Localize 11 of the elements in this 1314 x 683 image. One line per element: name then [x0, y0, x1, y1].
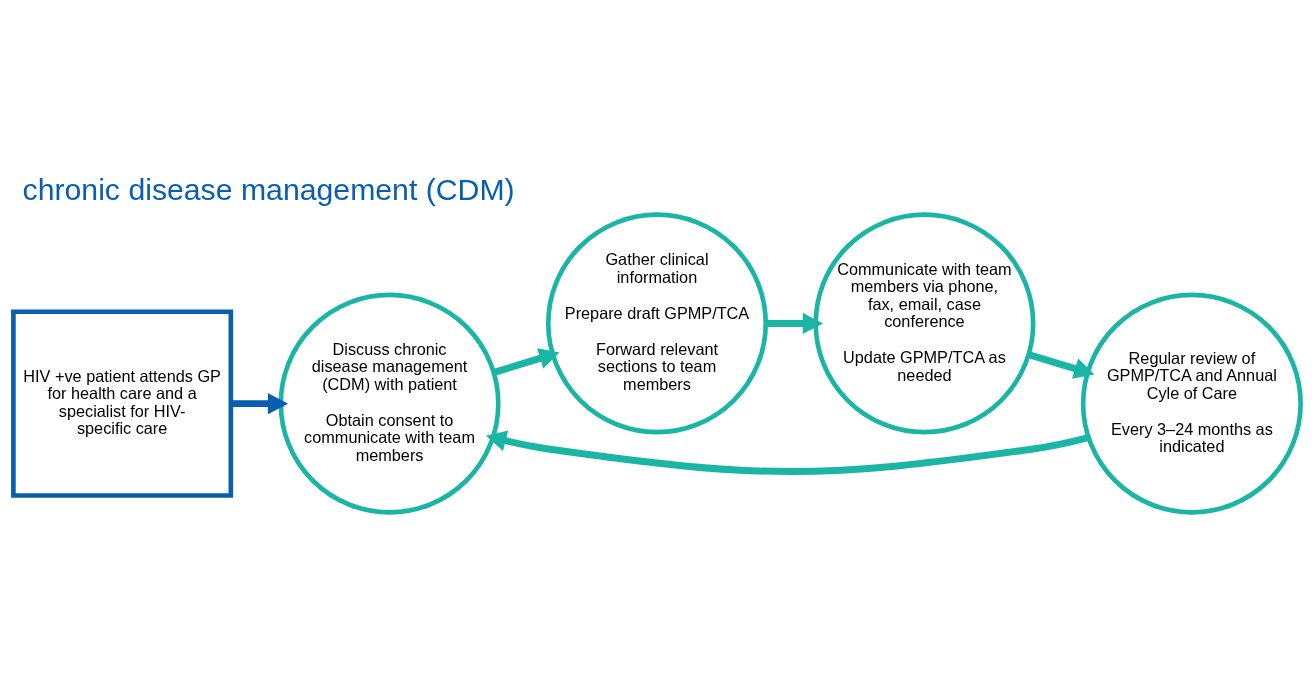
node-box: HIV +ve patient attends GP for health care and a specialist for HIV-specific care	[11, 308, 234, 498]
arrow	[1027, 350, 1095, 379]
arrow	[485, 429, 1090, 475]
arrow	[492, 347, 560, 376]
diagram-title: chronic disease management (CDM)	[22, 172, 515, 206]
node-circle: Regular review of GPMP/TCA and Annual Cyle of Care Every 3–24 months as indicated	[1080, 292, 1303, 515]
node-circle: Communicate with team members via phone, fax, email, case conference Update GPMP/TCA as needed	[813, 211, 1036, 434]
node-circle: Gather clinical information Prepare draft GPMP/TCA Forward relevant sections to team members	[545, 211, 769, 434]
node-circle: Discuss chronic disease management (CDM) with patient Obtain consent to communicate with team members	[278, 292, 501, 515]
arrow	[231, 392, 289, 414]
arrow	[766, 312, 824, 334]
